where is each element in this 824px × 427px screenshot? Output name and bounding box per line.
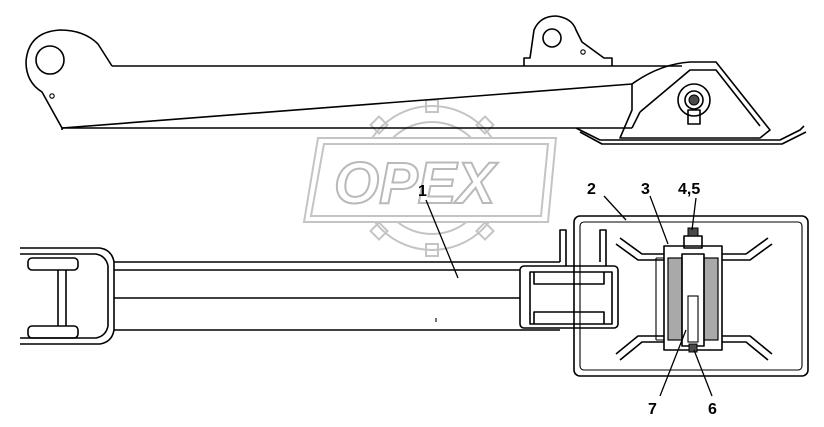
arm-plan-view — [20, 215, 809, 377]
callouts: 1 2 3 4,5 7 6 — [418, 181, 717, 418]
callout-1: 1 — [418, 183, 427, 200]
callout-4-5: 4,5 — [678, 181, 700, 198]
bushing-section-left — [667, 257, 683, 341]
arm-elevation-view — [25, 15, 807, 145]
watermark-text: OPEX — [334, 151, 498, 216]
leader-lines — [425, 195, 713, 397]
callout-3: 3 — [641, 181, 650, 198]
watermark-logo: OPEX — [302, 99, 558, 257]
callout-6: 6 — [708, 401, 717, 418]
callout-2: 2 — [587, 181, 596, 198]
callout-7: 7 — [648, 401, 657, 418]
bushing-section-right — [703, 257, 719, 341]
